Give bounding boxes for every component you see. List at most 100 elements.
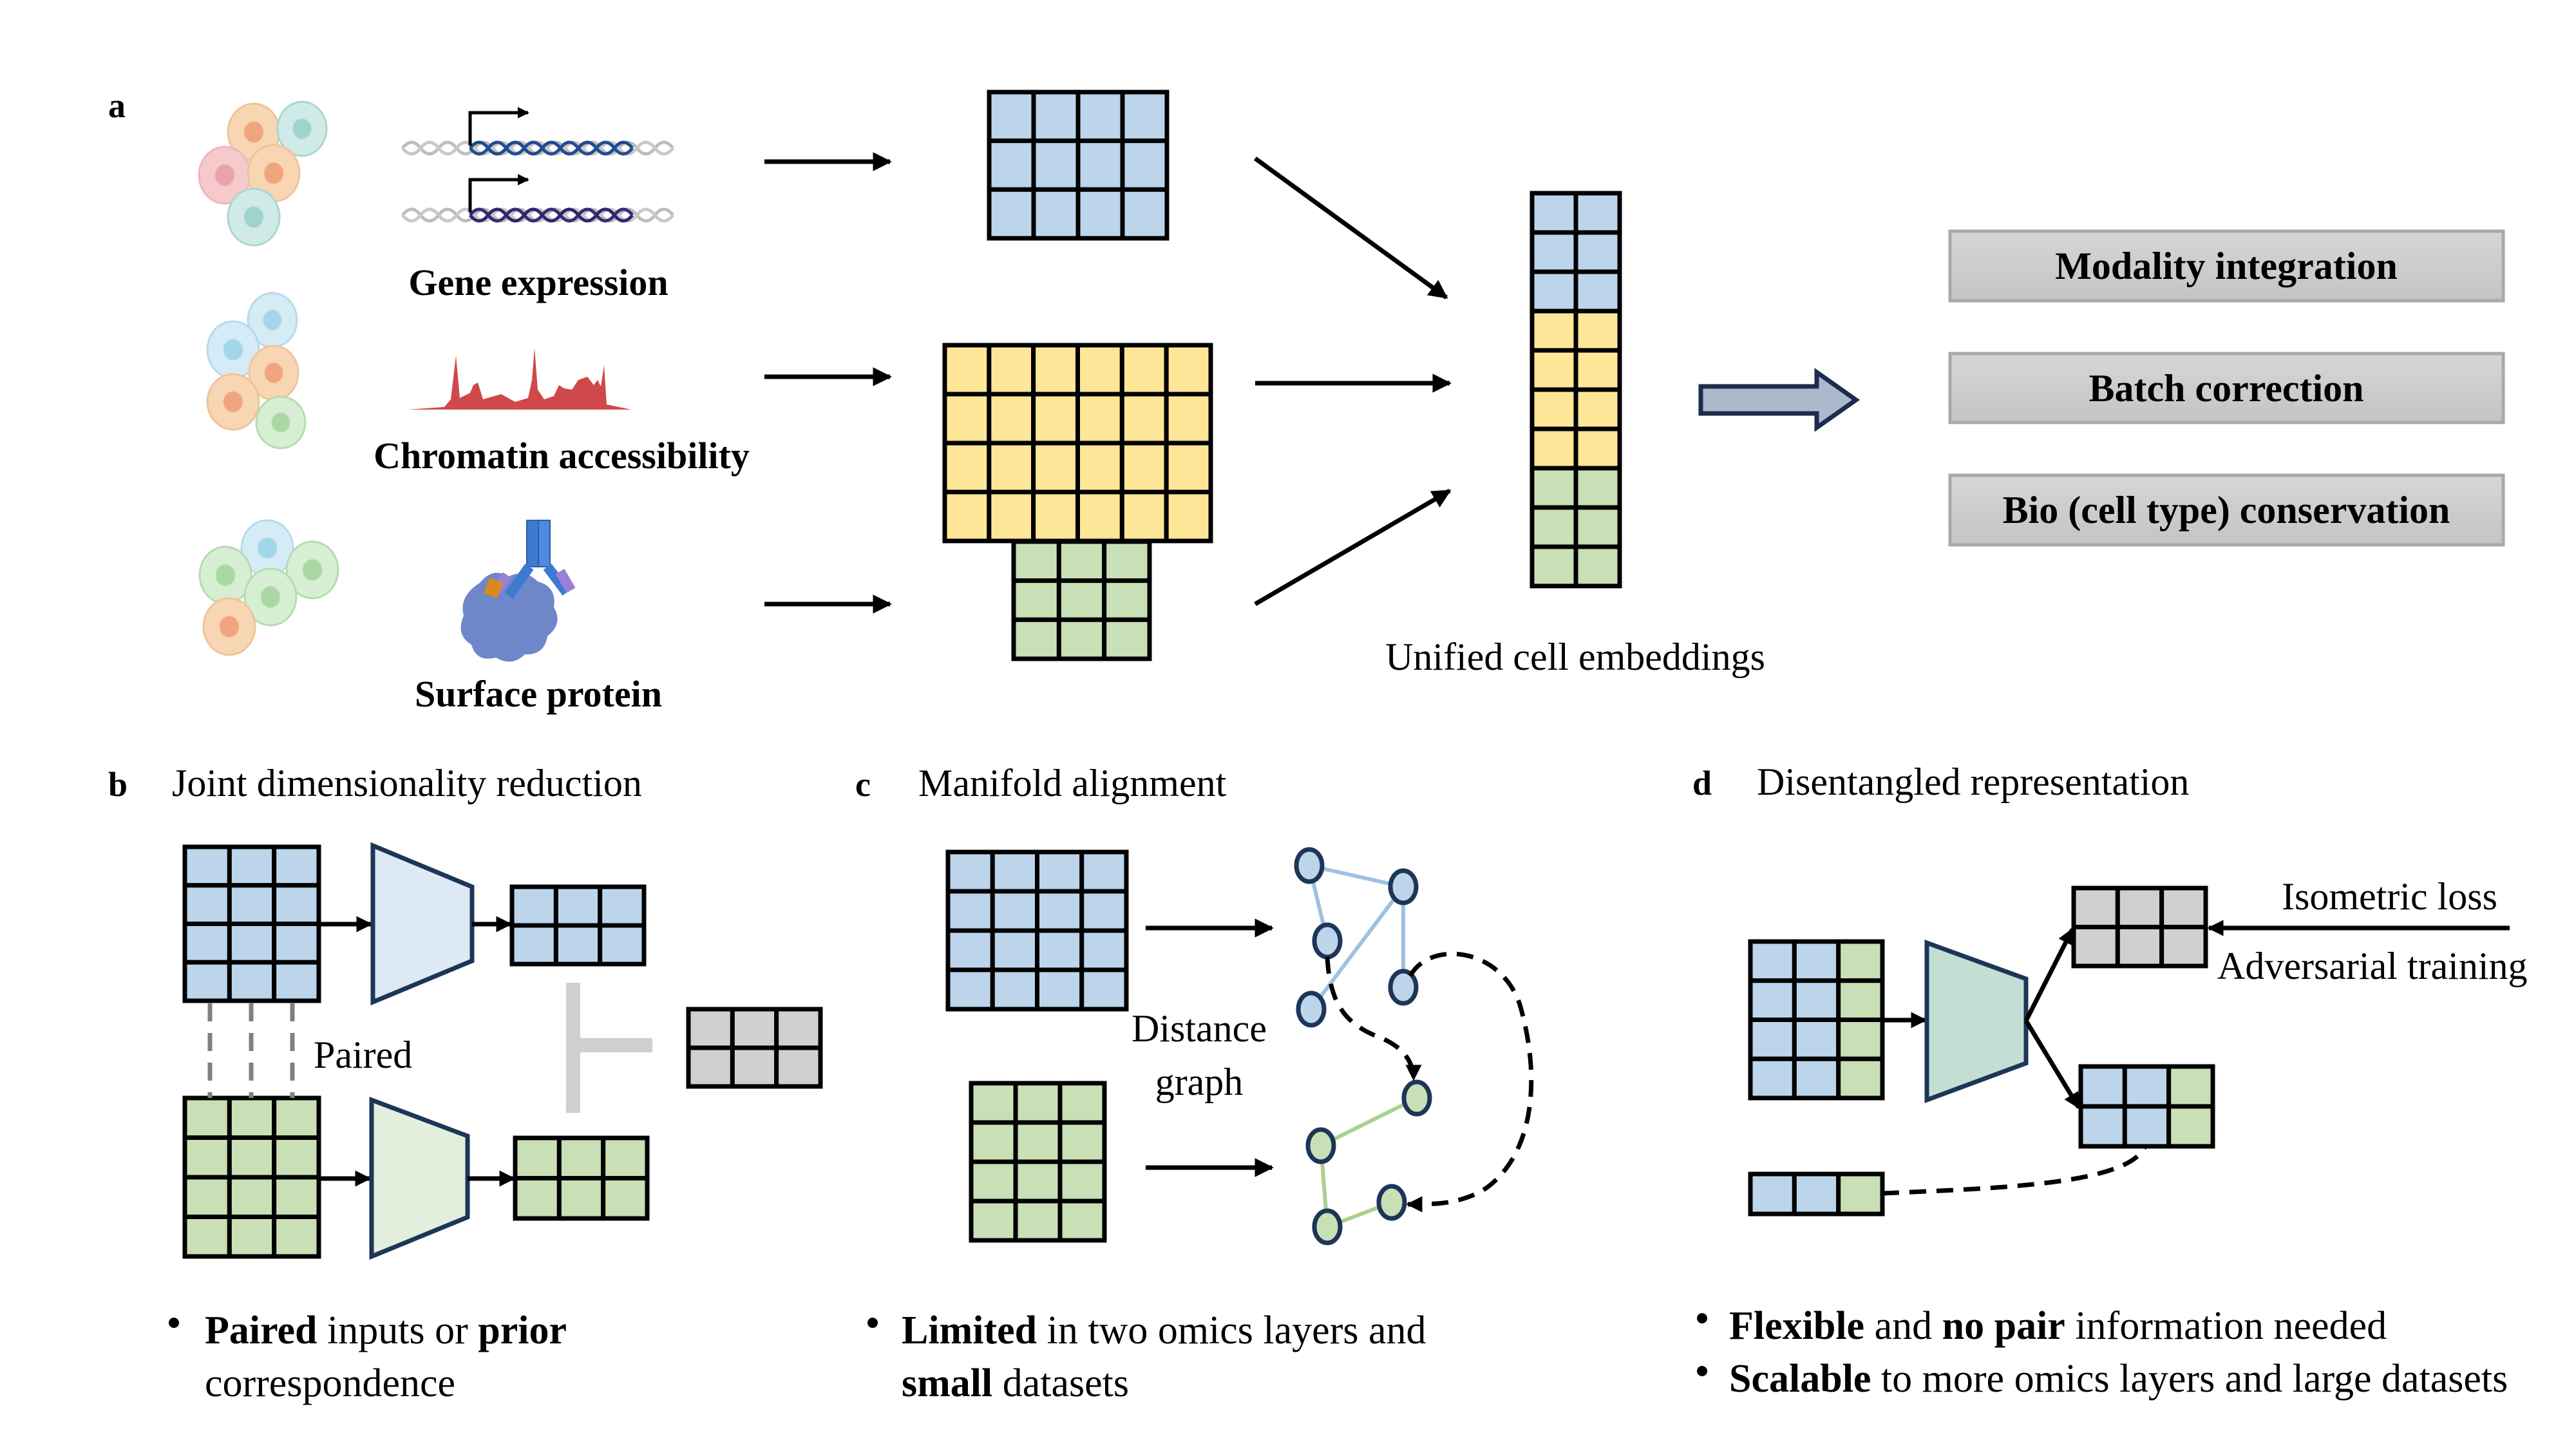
embedding-cell <box>1573 466 1622 510</box>
unified-embedding-column <box>1530 191 1622 589</box>
matrix-cell <box>1057 1198 1107 1243</box>
matrix-cell <box>774 1007 823 1050</box>
outcome-box-modality-integration: Modality integration <box>1948 229 2505 303</box>
input-matrix-mixed <box>1748 939 1885 1101</box>
matrix-cell <box>2071 886 2120 929</box>
matrix-cell <box>987 440 1036 495</box>
matrix-cell <box>945 849 995 894</box>
embedding-cell <box>1530 230 1578 274</box>
matrix-cell <box>1075 489 1124 544</box>
matrix-cell <box>1836 978 1885 1022</box>
matrix-cell <box>1120 138 1170 192</box>
matrix-cell <box>987 138 1036 192</box>
matrix-cell <box>2166 1104 2215 1149</box>
matrix-cell <box>990 928 1039 972</box>
dna-transcription-icon <box>401 107 674 223</box>
matrix-cell <box>182 960 232 1003</box>
embedding-cell <box>1573 348 1622 392</box>
paired-label: Paired <box>314 1034 412 1076</box>
matrix-cell <box>1013 1081 1063 1125</box>
embedding-cell <box>1573 544 1622 589</box>
matrix-cell <box>553 884 603 928</box>
isometric-loss-label: Isometric loss <box>2282 875 2497 918</box>
matrix-cell <box>1164 343 1213 397</box>
matrix-cell <box>2115 925 2164 969</box>
distance-graph-label: Distance <box>1132 1007 1267 1050</box>
shared-latent-gray <box>2071 886 2208 969</box>
matrix-cell <box>987 187 1036 241</box>
matrix-cell <box>1011 617 1061 661</box>
embedding-cell <box>1573 308 1622 353</box>
matrix-cell <box>227 1215 277 1259</box>
matrix-cell <box>553 923 603 967</box>
matrix-cell <box>182 1175 232 1219</box>
matrix-cell <box>987 90 1036 144</box>
matrix-cell <box>1035 928 1084 972</box>
matrix-cell <box>942 489 992 544</box>
alignment-arrow <box>1325 956 1422 1081</box>
blue-graph <box>1294 847 1419 1028</box>
matrix-cell <box>1035 889 1084 933</box>
panel-d-label: d <box>1692 764 1712 802</box>
matrix-cell <box>598 884 647 928</box>
panel-b: b Joint dimensionality reduction Paired … <box>108 762 823 1405</box>
matrix-cell <box>969 1120 1018 1164</box>
matrix-cell <box>509 923 558 967</box>
matrix-cell <box>1748 978 1797 1022</box>
matrix-cell <box>601 1135 650 1180</box>
matrix-cell <box>1120 187 1170 241</box>
latent-blue <box>509 884 647 967</box>
panel-d-bullet: Scalable to more omics layers and large … <box>1697 1357 2508 1401</box>
outcome-label: Modality integration <box>2055 245 2398 287</box>
matrix-cell <box>969 1081 1018 1125</box>
bullet-text: small datasets <box>902 1361 1129 1405</box>
matrix-cell <box>2166 1064 2215 1109</box>
arrow-icon <box>2023 927 2075 1022</box>
matrix-cell <box>601 1176 650 1221</box>
matrix-cell <box>182 1135 232 1180</box>
matrix-cell <box>730 1007 779 1050</box>
cell-cluster-icon <box>206 292 307 450</box>
encoder-shared <box>1924 940 2029 1104</box>
matrix-cell <box>2071 925 2120 969</box>
matrix-cell <box>942 440 992 495</box>
arrow-icon <box>1254 488 1452 607</box>
big-arrow-icon <box>1698 368 1861 432</box>
matrix-cell <box>2115 886 2164 929</box>
panel-d-title: Disentangled representation <box>1757 761 2189 803</box>
matrix-cell <box>272 883 321 926</box>
matrix-cell <box>1075 343 1124 397</box>
distance-graph-label: graph <box>1155 1061 1244 1103</box>
embedding-cell <box>1530 308 1578 353</box>
matrix-cell <box>969 1159 1018 1204</box>
matrix-cell <box>1013 1198 1063 1243</box>
bullet-text: correspondence <box>205 1361 455 1405</box>
adversarial-training-label: Adversarial training <box>2217 945 2528 987</box>
matrix-cell <box>1057 1120 1107 1164</box>
matrix-cell <box>990 889 1039 933</box>
outcome-box-bio-conservation: Bio (cell type) conservation <box>1948 473 2505 547</box>
matrix-cell <box>1792 1018 1841 1061</box>
matrix-cell <box>1056 617 1107 661</box>
matrix-cell <box>990 967 1039 1012</box>
matrix-cell <box>556 1135 606 1180</box>
embedding-cell <box>1530 348 1578 392</box>
matrix-cell <box>1035 849 1084 894</box>
matrix-cell <box>945 928 995 972</box>
matrix-cell <box>182 1095 232 1140</box>
matrix-cell <box>1011 578 1061 622</box>
matrix-cell <box>1057 1081 1107 1125</box>
matrix-cell <box>1748 1056 1797 1101</box>
matrix-cell <box>1056 539 1107 583</box>
matrix-cell <box>598 923 647 967</box>
fusion-bracket <box>566 983 652 1113</box>
outcome-label: Bio (cell type) conservation <box>2003 489 2450 531</box>
chromatin-peaks-icon <box>408 348 631 410</box>
panel-d: d Disentangled representation Isometric … <box>1692 761 2528 1401</box>
matrix-cell <box>227 1175 277 1219</box>
matrix-cell <box>1011 539 1061 583</box>
cell-cluster-icon <box>198 519 339 656</box>
embedding-cell <box>1530 387 1578 431</box>
bullet-text: Scalable to more omics layers and large … <box>1729 1357 2508 1401</box>
